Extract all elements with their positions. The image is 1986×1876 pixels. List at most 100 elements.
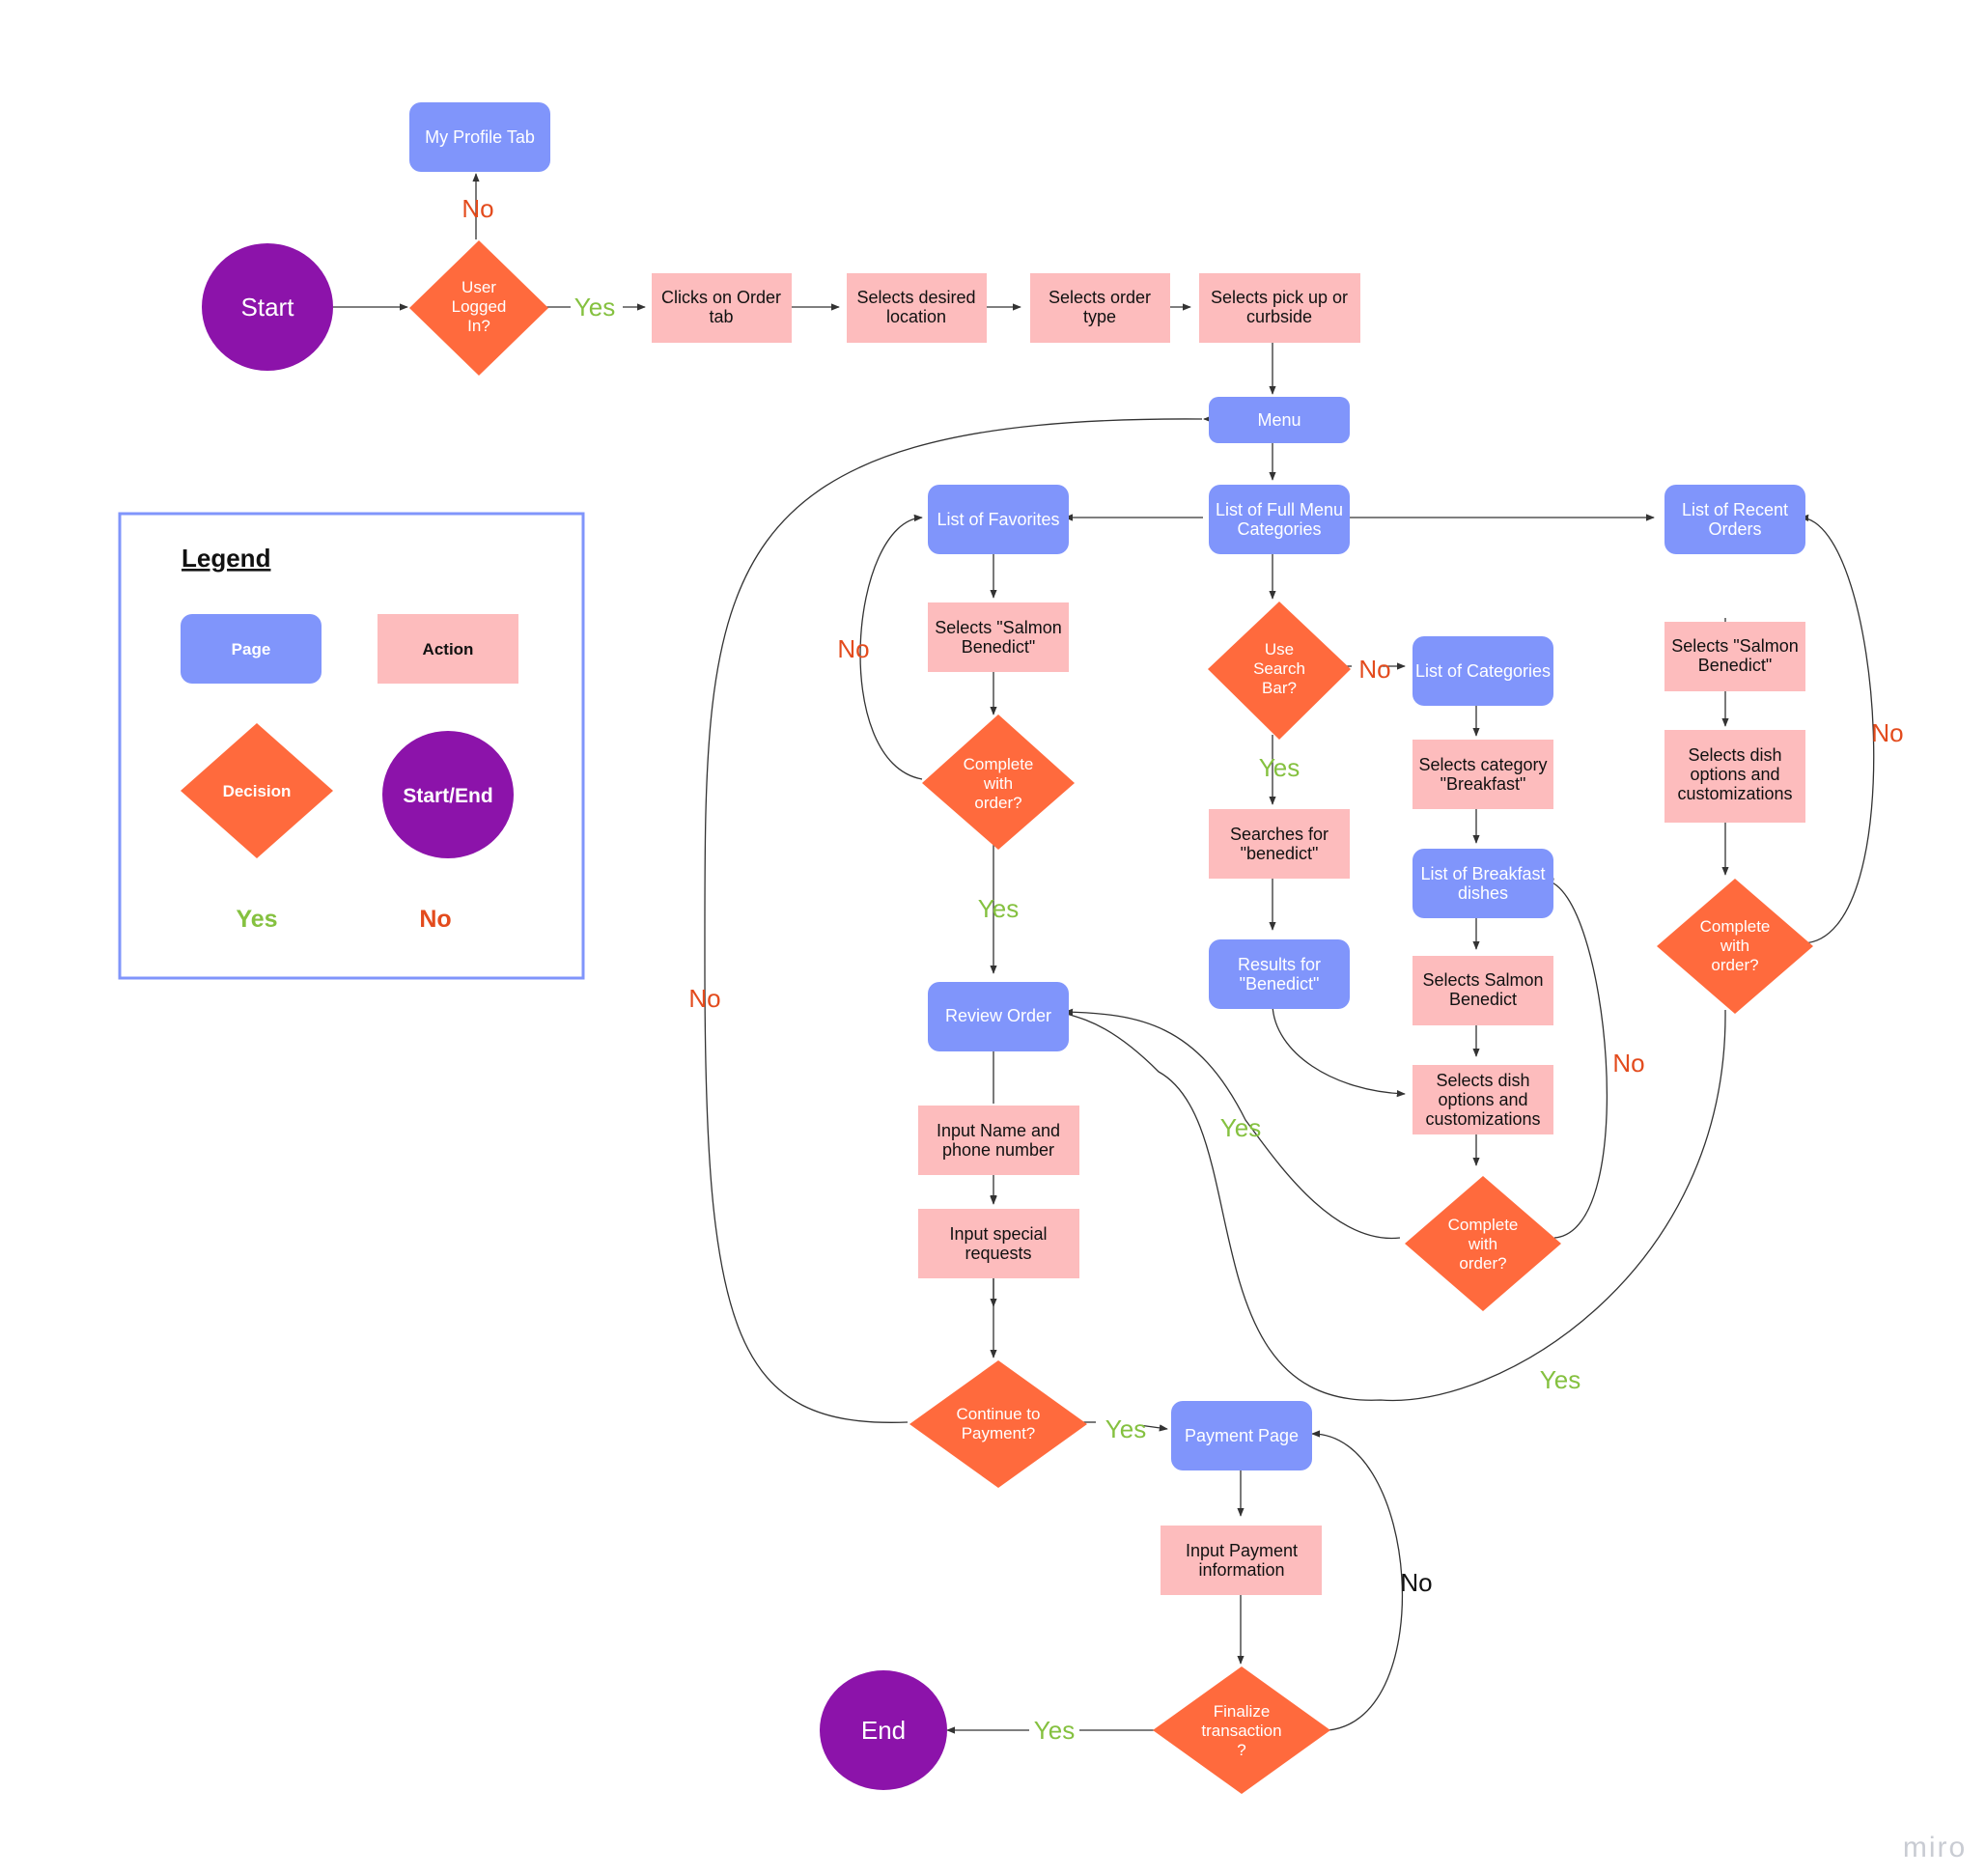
legend: Legend Page Action Decision Start/End Ye… <box>118 512 585 980</box>
svg-text:Complete: Complete <box>1448 1216 1519 1234</box>
edge-label-no: No <box>1358 655 1390 684</box>
svg-text:options and: options and <box>1438 1090 1527 1109</box>
svg-text:Results for: Results for <box>1238 955 1321 974</box>
svg-text:Payment Page: Payment Page <box>1185 1426 1299 1445</box>
svg-text:transaction: transaction <box>1201 1722 1281 1740</box>
selects-category-breakfast-action[interactable]: Selects category "Breakfast" <box>1413 740 1553 809</box>
legend-box <box>118 512 585 980</box>
svg-text:Clicks on Order: Clicks on Order <box>661 288 781 307</box>
my-profile-tab-node[interactable]: My Profile Tab <box>409 102 550 172</box>
svg-text:"Benedict": "Benedict" <box>1240 974 1320 994</box>
recent-selects-salmon-action[interactable]: Selects "Salmon Benedict" <box>1664 622 1805 691</box>
svg-text:Page: Page <box>232 640 271 658</box>
svg-text:customizations: customizations <box>1425 1109 1540 1129</box>
svg-text:requests: requests <box>965 1244 1031 1263</box>
selects-order-type-action[interactable]: Selects order type <box>1030 273 1170 343</box>
svg-text:List of Favorites: List of Favorites <box>937 510 1059 529</box>
list-of-recent-orders-node[interactable]: List of Recent Orders <box>1664 485 1805 554</box>
svg-text:curbside: curbside <box>1246 307 1312 326</box>
legend-page: Page <box>181 614 322 684</box>
payment-page-node[interactable]: Payment Page <box>1171 1401 1312 1470</box>
edges <box>333 173 1875 1734</box>
svg-text:Selects pick up or: Selects pick up or <box>1211 288 1348 307</box>
svg-text:In?: In? <box>467 317 490 335</box>
edge-label-yes: Yes <box>1220 1113 1261 1142</box>
svg-text:Complete: Complete <box>964 755 1034 773</box>
list-of-breakfast-dishes-node[interactable]: List of Breakfast dishes <box>1413 849 1553 918</box>
menu-node[interactable]: Menu <box>1209 397 1350 443</box>
svg-text:User: User <box>462 278 496 296</box>
legend-yes: Yes <box>236 906 277 933</box>
input-special-requests-action[interactable]: Input special requests <box>918 1209 1079 1278</box>
svg-text:Input Payment: Input Payment <box>1186 1541 1298 1560</box>
svg-text:Start/End: Start/End <box>403 785 492 807</box>
use-search-bar-decision[interactable]: Use Search Bar? <box>1208 602 1351 740</box>
svg-text:List of Full Menu: List of Full Menu <box>1216 500 1343 519</box>
svg-text:Bar?: Bar? <box>1262 679 1297 697</box>
svg-text:tab: tab <box>709 307 733 326</box>
legend-action: Action <box>378 614 518 684</box>
svg-text:Start: Start <box>241 293 295 322</box>
svg-text:Payment?: Payment? <box>962 1424 1036 1442</box>
svg-text:Input special: Input special <box>949 1224 1047 1244</box>
edge-label-yes: Yes <box>1034 1716 1075 1745</box>
svg-text:with: with <box>1720 937 1749 955</box>
list-of-categories-node[interactable]: List of Categories <box>1413 636 1553 706</box>
svg-text:Review Order: Review Order <box>945 1006 1051 1025</box>
edge-label-no: No <box>1871 718 1903 747</box>
svg-text:List of Categories: List of Categories <box>1415 661 1551 681</box>
legend-no: No <box>419 906 451 933</box>
fav-complete-decision[interactable]: Complete with order? <box>922 714 1075 850</box>
results-benedict-node[interactable]: Results for "Benedict" <box>1209 939 1350 1009</box>
nodes: Start My Profile Tab User Logged In? Cli… <box>202 102 1813 1794</box>
edge-label-no: No <box>1400 1568 1432 1597</box>
selects-pickup-action[interactable]: Selects pick up or curbside <box>1199 273 1360 343</box>
svg-text:"benedict": "benedict" <box>1241 844 1319 863</box>
edge-label-yes: Yes <box>574 293 615 322</box>
svg-text:order?: order? <box>1711 956 1758 974</box>
edge-label-no: No <box>1612 1049 1644 1078</box>
fav-selects-salmon-action[interactable]: Selects "Salmon Benedict" <box>928 602 1069 672</box>
legend-title: Legend <box>182 544 270 573</box>
svg-text:information: information <box>1198 1560 1284 1580</box>
svg-text:?: ? <box>1237 1741 1245 1759</box>
start-node[interactable]: Start <box>202 243 333 371</box>
miro-watermark: miro <box>1903 1832 1967 1863</box>
mid-dish-options-action[interactable]: Selects dish options and customizations <box>1413 1065 1553 1134</box>
searches-benedict-action[interactable]: Searches for "benedict" <box>1209 809 1350 879</box>
svg-text:location: location <box>886 307 946 326</box>
input-name-phone-action[interactable]: Input Name and phone number <box>918 1106 1079 1175</box>
list-of-full-menu-categories-node[interactable]: List of Full Menu Categories <box>1209 485 1350 554</box>
svg-text:dishes: dishes <box>1458 883 1508 903</box>
end-node[interactable]: End <box>820 1670 947 1790</box>
svg-text:with: with <box>1468 1235 1497 1253</box>
clicks-order-tab-action[interactable]: Clicks on Order tab <box>652 273 792 343</box>
svg-text:Categories: Categories <box>1237 519 1321 539</box>
svg-text:My Profile Tab: My Profile Tab <box>425 127 535 147</box>
recent-complete-decision[interactable]: Complete with order? <box>1657 879 1813 1014</box>
svg-text:Use: Use <box>1265 640 1294 658</box>
svg-text:Continue to: Continue to <box>957 1405 1041 1423</box>
svg-text:order?: order? <box>974 794 1021 812</box>
edge-label-yes: Yes <box>1259 753 1300 782</box>
continue-to-payment-decision[interactable]: Continue to Payment? <box>909 1360 1087 1488</box>
svg-text:options and: options and <box>1690 765 1779 784</box>
mid-complete-decision[interactable]: Complete with order? <box>1405 1176 1561 1311</box>
svg-text:Decision: Decision <box>223 782 292 800</box>
user-logged-in-decision[interactable]: User Logged In? <box>409 240 548 376</box>
recent-dish-options-action[interactable]: Selects dish options and customizations <box>1664 730 1805 823</box>
edge-label-yes: Yes <box>1105 1414 1146 1443</box>
finalize-transaction-decision[interactable]: Finalize transaction ? <box>1153 1666 1330 1794</box>
review-order-node[interactable]: Review Order <box>928 982 1069 1051</box>
svg-text:Selects dish: Selects dish <box>1436 1071 1529 1090</box>
selects-location-action[interactable]: Selects desired location <box>847 273 987 343</box>
edge-label-yes: Yes <box>978 894 1019 923</box>
svg-text:customizations: customizations <box>1677 784 1792 803</box>
list-of-favorites-node[interactable]: List of Favorites <box>928 485 1069 554</box>
selects-salmon-benedict-action[interactable]: Selects Salmon Benedict <box>1413 956 1553 1025</box>
edge-label-yes: Yes <box>1540 1365 1580 1394</box>
input-payment-info-action[interactable]: Input Payment information <box>1161 1526 1322 1595</box>
svg-text:List of Recent: List of Recent <box>1682 500 1788 519</box>
svg-text:Benedict": Benedict" <box>1698 656 1772 675</box>
